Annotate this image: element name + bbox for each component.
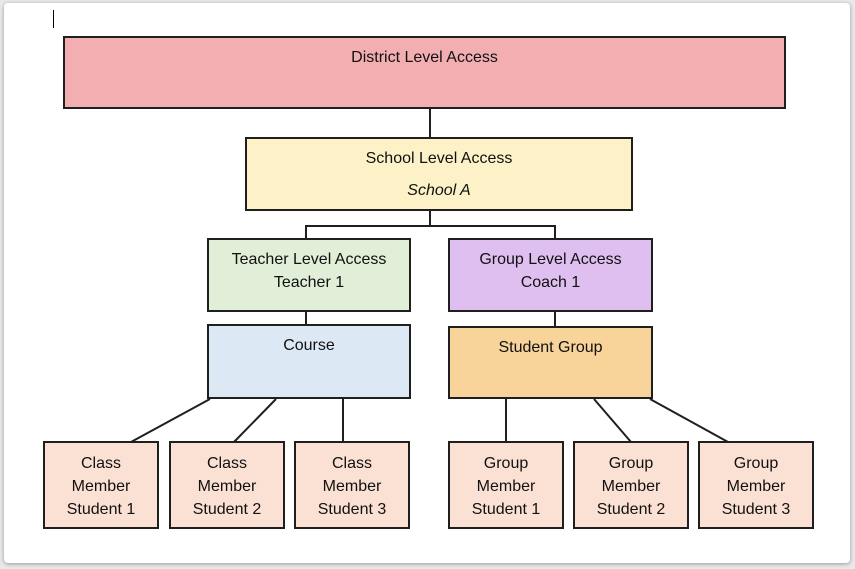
connector-course-member-1: [130, 398, 211, 443]
class-member-line1: Class: [331, 455, 372, 472]
course-label: Course: [283, 337, 335, 354]
connector-studentgroup-member-3: [649, 398, 729, 443]
connector-school-children: [305, 211, 431, 238]
group-member-box-3: Group Member Student 3: [698, 441, 814, 529]
connector-school-group: [430, 225, 556, 238]
teacher-name: Teacher 1: [273, 274, 345, 291]
student-group-box: Student Group: [448, 326, 653, 399]
class-member-line2: Member: [197, 478, 257, 495]
group-member-box-1: Group Member Student 1: [448, 441, 564, 529]
course-box: Course: [207, 324, 411, 399]
group-member-line3: Student 3: [721, 501, 791, 518]
group-member-line2: Member: [476, 478, 536, 495]
class-member-line3: Student 2: [192, 501, 262, 518]
group-member-line1: Group: [608, 455, 654, 472]
class-member-box-1: Class Member Student 1: [43, 441, 159, 529]
group-member-line2: Member: [726, 478, 786, 495]
district-level-box: District Level Access: [63, 36, 786, 109]
class-member-line2: Member: [322, 478, 382, 495]
student-group-label: Student Group: [498, 339, 603, 356]
class-member-line2: Member: [71, 478, 131, 495]
group-member-line2: Member: [601, 478, 661, 495]
class-member-box-3: Class Member Student 3: [294, 441, 410, 529]
group-member-line1: Group: [733, 455, 779, 472]
group-member-line3: Student 2: [596, 501, 666, 518]
school-label: School Level Access: [365, 150, 513, 167]
group-level-box: Group Level Access Coach 1: [448, 238, 653, 312]
class-member-box-2: Class Member Student 2: [169, 441, 285, 529]
group-label: Group Level Access: [479, 251, 622, 268]
group-member-line3: Student 1: [471, 501, 541, 518]
connector-studentgroup-member-2: [593, 398, 632, 443]
district-label: District Level Access: [351, 49, 498, 66]
text-cursor: [53, 10, 54, 28]
class-member-line1: Class: [80, 455, 121, 472]
group-member-line1: Group: [483, 455, 529, 472]
group-member-box-2: Group Member Student 2: [573, 441, 689, 529]
school-name: School A: [407, 182, 471, 199]
class-member-line1: Class: [206, 455, 247, 472]
group-name: Coach 1: [520, 274, 581, 291]
teacher-level-box: Teacher Level Access Teacher 1: [207, 238, 411, 312]
school-level-box: School Level Access School A: [245, 137, 633, 211]
teacher-label: Teacher Level Access: [231, 251, 387, 268]
class-member-line3: Student 3: [317, 501, 387, 518]
class-member-line3: Student 1: [66, 501, 136, 518]
connector-course-member-2: [233, 398, 277, 443]
